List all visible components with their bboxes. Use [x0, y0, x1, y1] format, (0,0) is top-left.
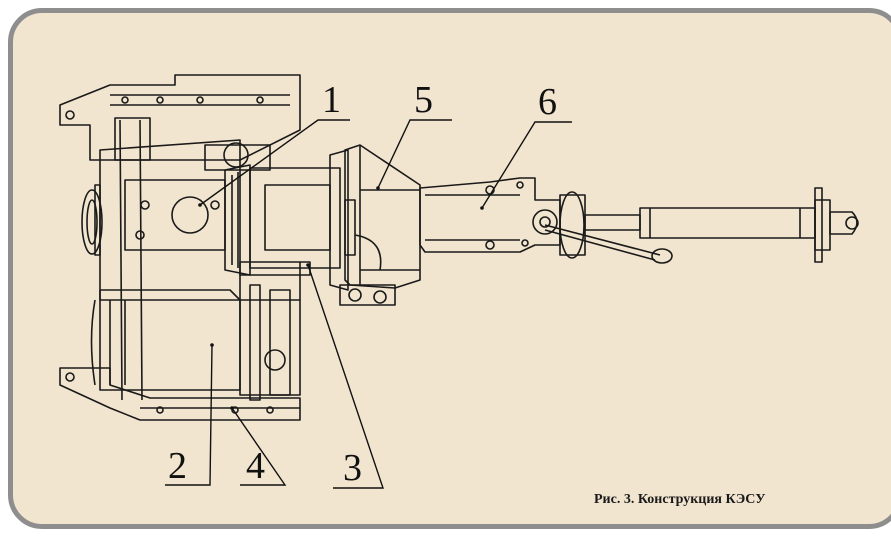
bottom-mounting-bracket — [59, 367, 301, 421]
leader-1 — [199, 119, 350, 206]
output-shaft — [584, 187, 859, 263]
leader-3 — [307, 264, 384, 489]
engine-body — [81, 117, 271, 401]
callout-2: 2 — [168, 445, 187, 487]
callout-1: 1 — [322, 79, 341, 121]
top-mounting-bracket — [59, 74, 301, 161]
figure-caption: Рис. 3. Конструкция КЭСУ — [594, 492, 766, 507]
leader-2 — [165, 344, 213, 486]
coupling-housing — [224, 164, 341, 300]
leader-6 — [481, 121, 572, 209]
shaft-housing — [419, 177, 673, 264]
callout-3: 3 — [343, 447, 362, 489]
callout-6: 6 — [538, 81, 557, 123]
generator-unit — [90, 284, 301, 401]
callout-5: 5 — [414, 79, 433, 121]
leader-5 — [377, 119, 452, 189]
leader-4 — [231, 407, 287, 486]
callout-4: 4 — [246, 445, 265, 487]
gearbox — [329, 144, 421, 306]
